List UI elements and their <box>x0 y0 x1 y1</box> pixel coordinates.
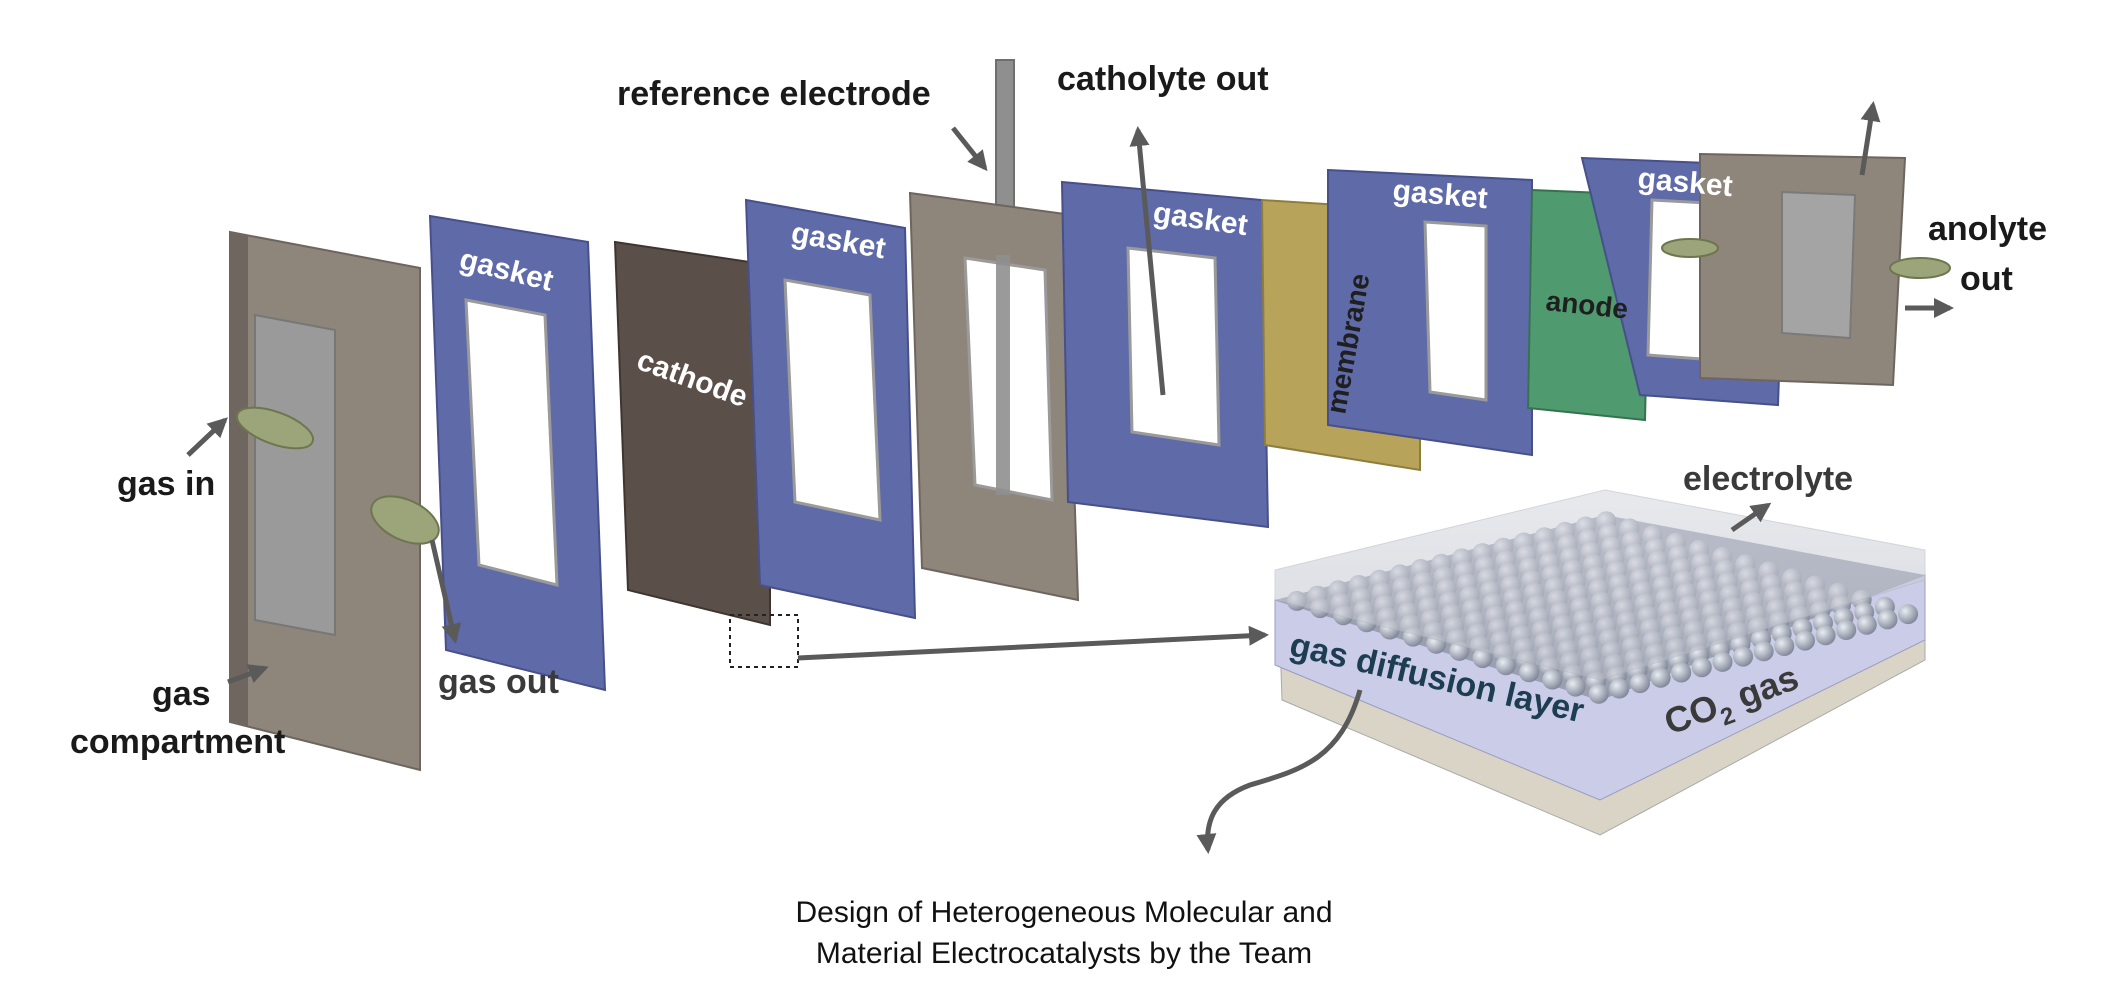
gas-out-arrow <box>429 539 462 644</box>
catalyst-sphere <box>1588 683 1609 704</box>
caption-line-2: Material Electrocatalysts by the Team <box>816 937 1312 970</box>
catalyst-sphere <box>1472 648 1493 669</box>
label-reference-electrode: reference electrode <box>617 75 931 113</box>
catalyst-sphere <box>1542 669 1563 690</box>
catalyst-sphere <box>1815 625 1836 646</box>
gasket-4-plate <box>1327 168 1533 457</box>
catalyst-sphere <box>1495 655 1516 676</box>
catalyst-sphere <box>1671 662 1692 683</box>
catalyst-sphere <box>1898 604 1919 625</box>
label-gas-in: gas in <box>117 465 215 503</box>
caption-line-1: Design of Heterogeneous Molecular and <box>796 896 1333 929</box>
catalyst-sphere <box>1774 636 1795 656</box>
label-electrolyte: electrolyte <box>1683 460 1853 498</box>
cathode-plate <box>613 240 771 627</box>
catalyst-sphere <box>1691 657 1712 678</box>
catholyte-out-arrow <box>1129 126 1166 396</box>
label-gas-out: gas out <box>438 663 559 701</box>
gas-out-tube <box>370 495 440 545</box>
catalyst-sphere <box>1733 646 1754 667</box>
gas-compartment-arrow <box>227 664 269 685</box>
catalyst-sphere <box>1609 678 1630 699</box>
electrolyte-arrow <box>1730 502 1772 533</box>
catalyst-sphere <box>1753 641 1774 662</box>
gdl-curved-arrow <box>1196 689 1363 854</box>
gas-diffusion-layer-inset <box>1274 489 1926 836</box>
catalyst-sphere <box>1650 667 1671 688</box>
catalyst-sphere <box>1565 676 1586 697</box>
anolyte-out-tube <box>1889 257 1951 279</box>
gas-compartment-plate <box>229 230 421 772</box>
cathode-to-inset-arrow <box>797 625 1269 661</box>
catalyst-sphere <box>1712 651 1733 672</box>
reference-electrode-arrow <box>951 126 988 172</box>
catalyst-sphere <box>1519 662 1540 683</box>
gasket-2-plate <box>744 198 917 620</box>
gas-in-tube <box>236 406 314 450</box>
gas-in-arrow <box>186 417 228 457</box>
label-anolyte-out-1: anolyte <box>1928 210 2047 248</box>
label-catholyte-out: catholyte out <box>1057 60 1269 98</box>
cathode-zoom-box <box>729 614 799 668</box>
catalyst-sphere <box>1795 630 1815 651</box>
reference-electrode-rod-front <box>996 255 1010 495</box>
anolyte-compartment-plate <box>1699 152 1907 387</box>
gasket-3-plate <box>1060 180 1270 529</box>
gasket-1-plate <box>428 214 607 692</box>
catalyst-sphere <box>1836 620 1857 640</box>
catalyst-sphere <box>1877 609 1898 630</box>
label-anolyte-out-2: out <box>1960 260 2013 298</box>
anolyte-out-arrow-up <box>1859 101 1881 176</box>
catalyst-sphere <box>1630 673 1650 694</box>
catalyst-sphere <box>1856 614 1877 635</box>
anolyte-in-tube <box>1661 238 1719 258</box>
label-gas-compartment-1: gas <box>152 675 211 713</box>
label-gas-compartment-2: compartment <box>70 723 285 761</box>
catholyte-compartment-plate <box>908 191 1080 602</box>
